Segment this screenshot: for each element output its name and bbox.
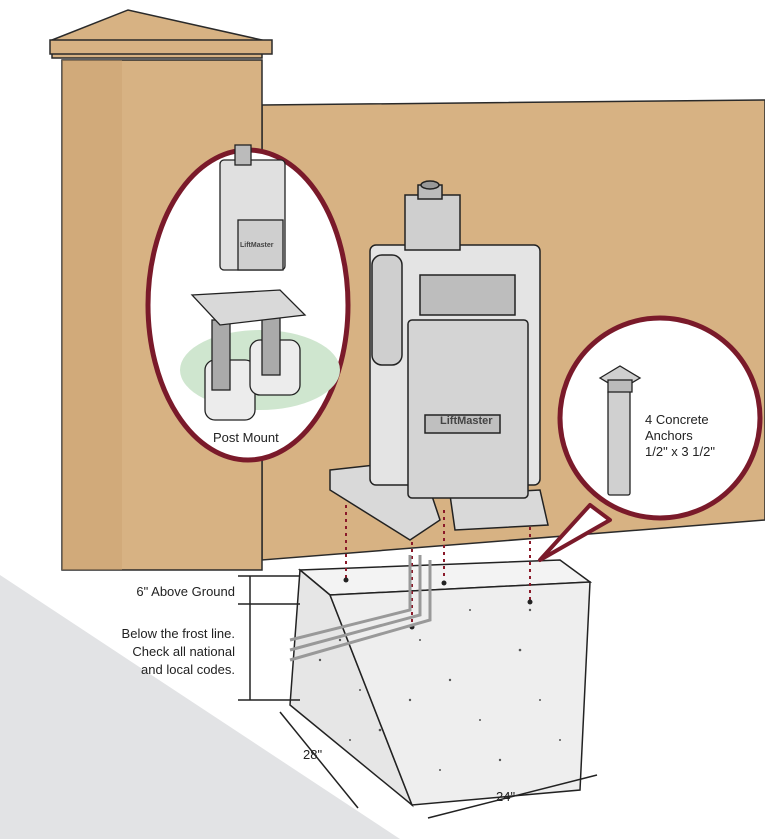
anchor-guides [345, 500, 531, 625]
conduit [289, 555, 432, 662]
brand-mark-large: LiftMaster [440, 415, 493, 427]
gate-operator [329, 180, 549, 541]
ground-shadow [0, 575, 400, 839]
concrete-pad [289, 559, 593, 808]
dimension-lines [238, 575, 598, 819]
width-dimension-label: 24" [496, 789, 516, 804]
post-mount-callout [145, 144, 351, 463]
post-mount-label: Post Mount [213, 430, 279, 445]
brand-mark-small: LiftMaster [240, 242, 274, 249]
anchors-label-line1: 4 Concrete [645, 412, 709, 427]
frost-line-label-line1: Below the frost line. [121, 626, 235, 641]
frost-line-label-line3: and local codes. [141, 662, 235, 677]
anchors-label-line3: 1/2" x 3 1/2" [645, 444, 715, 459]
depth-dimension-label: 28" [303, 747, 323, 762]
anchors-callout [538, 315, 763, 562]
frost-line-label-line2: Check all national [132, 644, 235, 659]
above-ground-label: 6" Above Ground [136, 584, 235, 599]
anchors-label-line2: Anchors [645, 428, 693, 443]
